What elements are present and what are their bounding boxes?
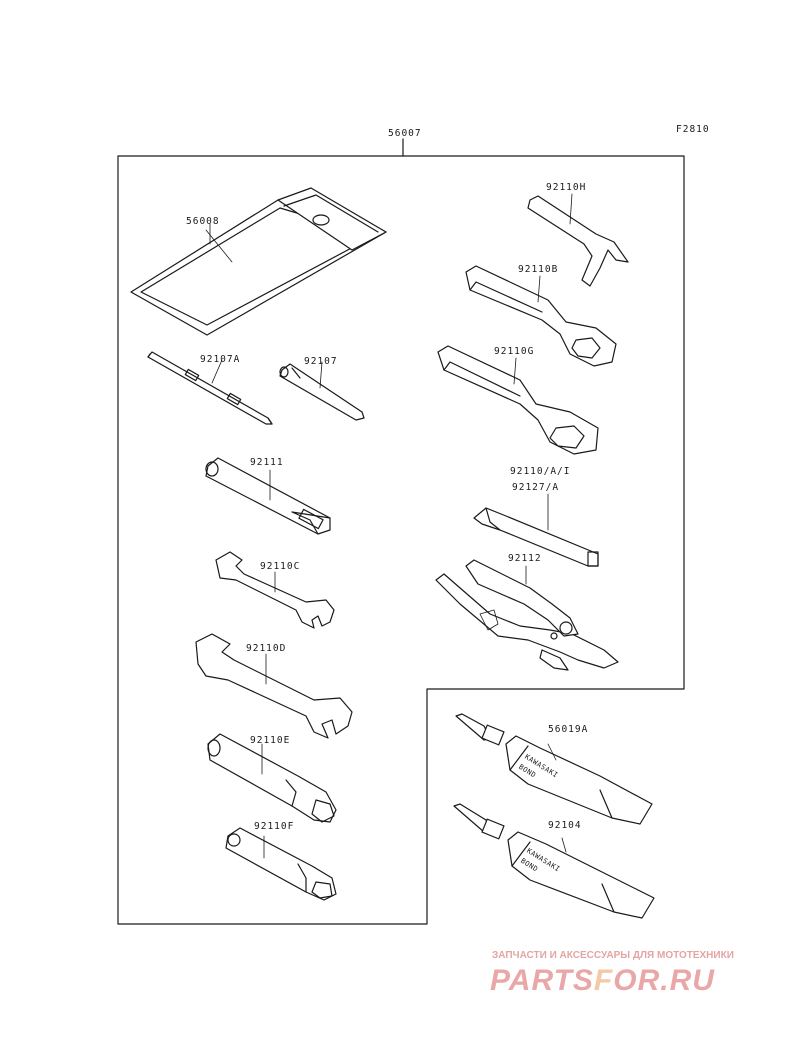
label-wrench-c: 92110C [260, 561, 301, 572]
label-case: 56008 [186, 216, 220, 227]
label-wrench-b: 92110B [518, 264, 559, 275]
wrench-92110c-drawing [215, 551, 335, 629]
label-wrench-g: 92110G [494, 346, 535, 357]
watermark-logo: PARTSFOR.RU [490, 964, 715, 998]
watermark-logo-part1: PARTS [490, 964, 594, 997]
socket-92110e-drawing [207, 733, 337, 823]
screwdriver-92107a-drawing [147, 351, 273, 425]
watermark-tagline: ЗАПЧАСТИ И АКСЕССУАРЫ ДЛЯ МОТОТЕХНИКИ [492, 950, 734, 961]
wrench-92110g-drawing [437, 345, 599, 455]
bond-tube-56019a-drawing [455, 713, 653, 825]
wrench-92110b-drawing [465, 265, 617, 367]
screwdriver-92107-drawing [279, 361, 365, 421]
pliers-92112-drawing [435, 559, 619, 671]
wrench-92110d-drawing [195, 633, 353, 739]
label-hex-key-2: 92127/A [512, 482, 560, 493]
label-bond-b: 92104 [548, 820, 582, 831]
watermark-logo-part2: OR.RU [613, 964, 715, 997]
handle-92111-drawing [205, 457, 331, 535]
label-handle: 92111 [250, 457, 284, 468]
label-kit: 56007 [388, 128, 422, 139]
label-bond-a: 56019A [548, 724, 589, 735]
label-screwdriver: 92107 [304, 356, 338, 367]
label-socket-e: 92110E [250, 735, 291, 746]
figure-code: F2810 [676, 124, 710, 135]
label-socket-f: 92110F [254, 821, 295, 832]
kit-boundary [117, 138, 685, 925]
watermark-logo-mark: F [593, 964, 614, 997]
hex-key-drawing [473, 493, 599, 567]
label-wrench-d: 92110D [246, 643, 287, 654]
label-screwdriver-a: 92107A [200, 354, 241, 365]
label-hex-key-1: 92110/A/I [510, 466, 571, 477]
socket-92110f-drawing [225, 827, 337, 901]
spanner-92110h-drawing [527, 193, 629, 287]
tool-case-drawing [130, 187, 387, 336]
label-pliers: 92112 [508, 553, 542, 564]
bond-tube-92104-drawing [453, 803, 655, 919]
label-spanner-h: 92110H [546, 182, 587, 193]
